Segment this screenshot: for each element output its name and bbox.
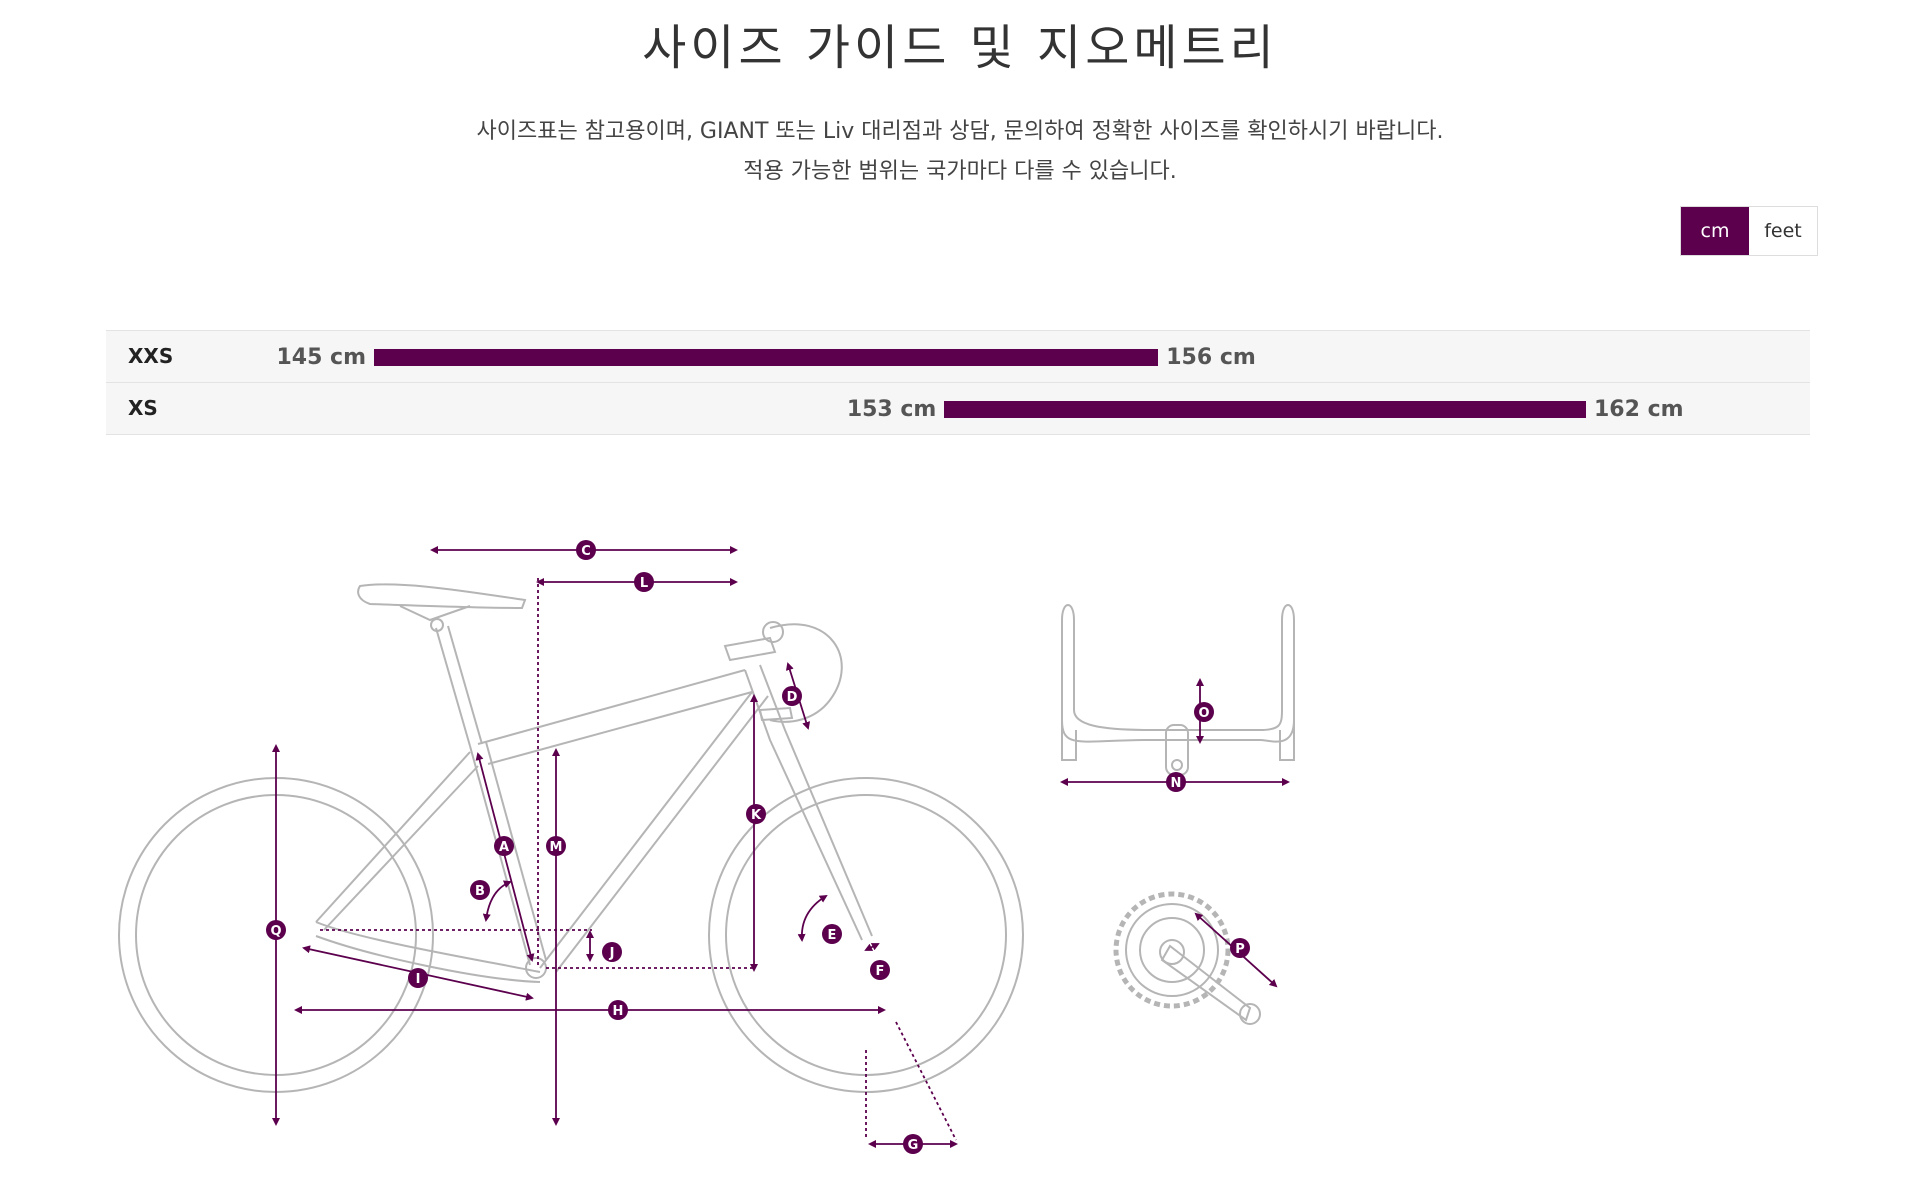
geometry-label-m: M — [550, 840, 563, 855]
geometry-label-p: P — [1235, 942, 1245, 957]
geometry-label-badge-j — [602, 942, 622, 962]
geometry-label-l: L — [640, 576, 648, 591]
geometry-diagram: A B C D E F G H I J K L M N O P Q — [0, 520, 1920, 1200]
geometry-label-h: H — [613, 1004, 624, 1019]
range-max-xs: 162 cm — [1594, 397, 1684, 422]
geometry-label-j: J — [609, 946, 615, 961]
unit-button-cm[interactable]: cm — [1681, 207, 1749, 255]
geometry-label-badge-b — [470, 880, 490, 900]
page-title: 사이즈 가이드 및 지오메트리 — [642, 20, 1278, 76]
size-row-xs: XS 153 cm 162 cm — [106, 382, 1810, 435]
size-chart-table: XXS 145 cm 156 cm XS 153 cm 162 cm — [106, 330, 1810, 435]
geometry-label-badge-c — [576, 540, 596, 560]
range-bar-xs — [944, 401, 1586, 418]
geometry-label-d: D — [787, 690, 798, 705]
description-line-1: 사이즈표는 참고용이며, GIANT 또는 Liv 대리점과 상담, 문의하여 … — [476, 119, 1444, 144]
geometry-label-b: B — [475, 884, 485, 899]
geometry-label-badge-p — [1230, 938, 1250, 958]
geometry-label-badge-q — [266, 920, 286, 940]
geometry-label-badge-l — [634, 572, 654, 592]
geometry-label-c: C — [581, 544, 591, 559]
geometry-label-g: G — [908, 1138, 919, 1153]
geometry-label-badge-e — [822, 924, 842, 944]
geometry-label-k: K — [751, 808, 762, 823]
description-line-2: 적용 가능한 범위는 국가마다 다를 수 있습니다. — [743, 159, 1177, 184]
size-label-xs: XS — [128, 396, 158, 420]
handlebar-icon — [1061, 604, 1295, 776]
geometry-label-o: O — [1198, 706, 1209, 721]
geometry-label-badge-k — [746, 804, 766, 824]
geometry-label-badge-h — [608, 1000, 628, 1020]
size-label-xxs: XXS — [128, 344, 174, 368]
bike-frame-icon — [118, 583, 1024, 1093]
size-row-xxs: XXS 145 cm 156 cm — [106, 330, 1810, 382]
geometry-label-i: I — [416, 972, 421, 987]
geometry-label-badge-d — [782, 686, 802, 706]
unit-toggle: cm feet — [1680, 206, 1818, 256]
crankset-icon — [1113, 891, 1261, 1025]
geometry-label-badge-a — [494, 836, 514, 856]
geometry-label-f: F — [876, 964, 885, 979]
geometry-label-badge-o — [1194, 702, 1214, 722]
geometry-label-q: Q — [270, 924, 281, 939]
range-bar-xxs — [374, 349, 1159, 366]
geometry-label-e: E — [828, 928, 837, 943]
size-guide-description: 사이즈표는 참고용이며, GIANT 또는 Liv 대리점과 상담, 문의하여 … — [0, 112, 1920, 192]
range-max-xxs: 156 cm — [1166, 345, 1256, 370]
range-min-xs: 153 cm — [846, 397, 937, 422]
geometry-label-badge-m — [546, 836, 566, 856]
geometry-label-badge-i — [408, 968, 428, 988]
geometry-label-n: N — [1171, 776, 1182, 791]
geometry-label-badge-f — [870, 960, 890, 980]
geometry-label-badge-n — [1166, 772, 1186, 792]
geometry-label-a: A — [499, 840, 509, 855]
geometry-label-badge-g — [903, 1134, 923, 1154]
geometry-labels: A B C D E F G H I J K L M N O P Q — [266, 540, 1250, 1154]
range-min-xxs: 145 cm — [276, 345, 366, 370]
unit-button-feet[interactable]: feet — [1749, 207, 1817, 255]
